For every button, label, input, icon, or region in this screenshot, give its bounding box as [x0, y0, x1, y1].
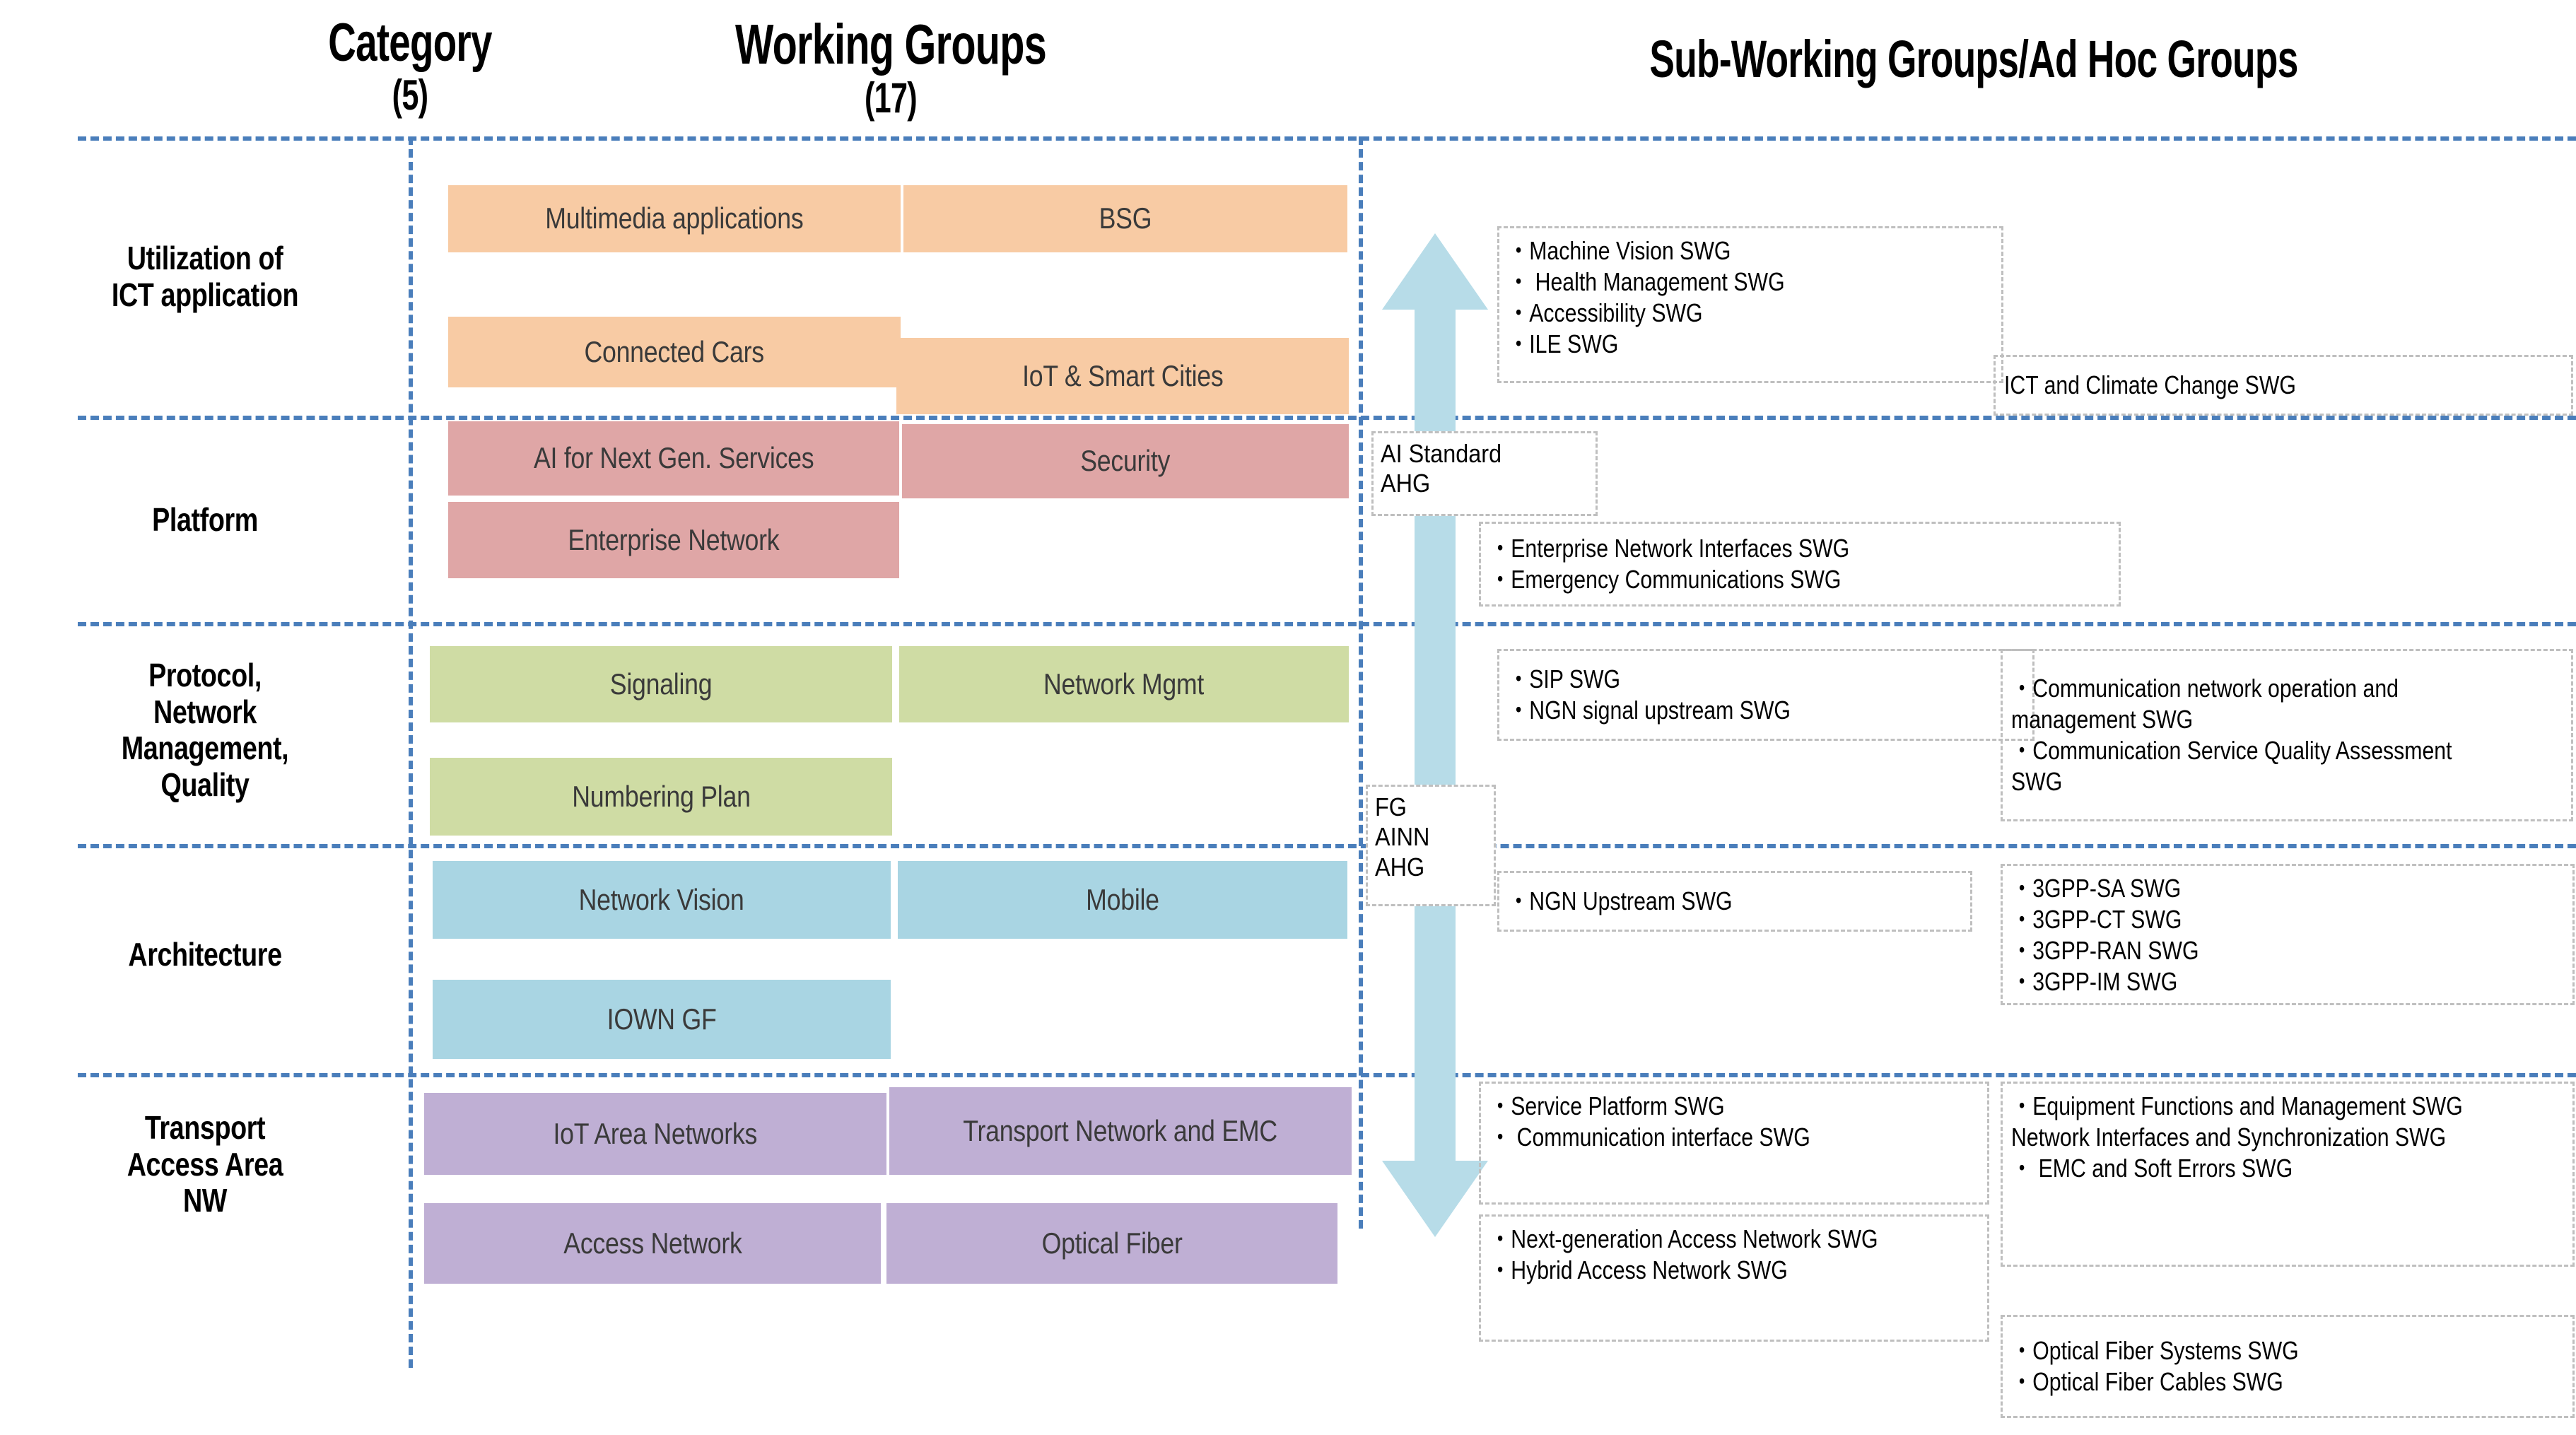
- header-category-title: Category: [328, 13, 492, 73]
- ahg-box-ai-standard[interactable]: AI Standard AHG: [1371, 431, 1598, 516]
- wg-box-bsg[interactable]: BSG: [903, 185, 1347, 252]
- grid-line-row4-5: [78, 1073, 2576, 1077]
- category-label-architecture: Architecture: [128, 936, 282, 973]
- swg-box-protocol[interactable]: ・SIP SWG ・NGN signal upstream SWG: [1497, 649, 2035, 741]
- grid-line-row3-4: [78, 844, 2576, 848]
- header-working-groups-count: (17): [865, 74, 918, 122]
- swg-box-3gpp[interactable]: ・3GPP-SA SWG ・3GPP-CT SWG ・3GPP-RAN SWG …: [2001, 864, 2575, 1005]
- wg-box-iown-gf[interactable]: IOWN GF: [433, 980, 891, 1059]
- category-label-transport: Transport Access Area NW: [127, 1109, 283, 1219]
- grid-line-row2-3: [78, 622, 2576, 626]
- header-working-groups-title: Working Groups: [734, 13, 1047, 76]
- wg-box-network-mgmt[interactable]: Network Mgmt: [899, 646, 1349, 722]
- ahg-box-fg-ainn[interactable]: FG AINN AHG: [1366, 785, 1496, 906]
- wg-box-iot-area-networks[interactable]: IoT Area Networks: [424, 1093, 886, 1175]
- swg-box-equipment-functions[interactable]: ・Equipment Functions and Management SWG …: [2001, 1082, 2575, 1267]
- category-label-platform: Platform: [152, 501, 258, 538]
- header-category-count: (5): [392, 71, 428, 119]
- wg-box-network-vision[interactable]: Network Vision: [433, 861, 891, 939]
- grid-line-top: [78, 136, 2576, 141]
- swg-box-next-gen-access[interactable]: ・Next-generation Access Network SWG ・Hyb…: [1479, 1214, 1989, 1342]
- grid-line-wg-divider: [1359, 136, 1363, 1229]
- swg-box-ngn-upstream[interactable]: ・NGN Upstream SWG: [1497, 871, 1972, 932]
- wg-box-security[interactable]: Security: [902, 424, 1349, 498]
- grid-line-row1-2: [78, 416, 2576, 420]
- wg-box-connected-cars[interactable]: Connected Cars: [448, 317, 901, 387]
- bidirectional-arrow-icon: [1382, 233, 1488, 1237]
- category-label-utilization: Utilization of ICT application: [111, 240, 299, 313]
- wg-box-signaling[interactable]: Signaling: [430, 646, 892, 722]
- header-category: Category (5): [115, 16, 705, 117]
- wg-box-multimedia-applications[interactable]: Multimedia applications: [448, 185, 901, 252]
- wg-box-transport-network-emc[interactable]: Transport Network and EMC: [889, 1087, 1352, 1175]
- wg-box-enterprise-network[interactable]: Enterprise Network: [448, 502, 899, 578]
- swg-box-ict-climate-change[interactable]: ICT and Climate Change SWG: [1994, 355, 2573, 416]
- category-label-protocol: Protocol, Network Management, Quality: [121, 657, 289, 803]
- wg-box-mobile[interactable]: Mobile: [898, 861, 1347, 939]
- swg-box-service-platform[interactable]: ・Service Platform SWG ・ Communication in…: [1479, 1082, 1989, 1205]
- swg-box-utilization[interactable]: ・Machine Vision SWG ・ Health Management …: [1497, 226, 2003, 383]
- wg-box-optical-fiber[interactable]: Optical Fiber: [886, 1203, 1337, 1284]
- wg-box-numbering-plan[interactable]: Numbering Plan: [430, 758, 892, 836]
- grid-line-category-divider: [409, 136, 413, 1368]
- wg-box-access-network[interactable]: Access Network: [424, 1203, 881, 1284]
- swg-box-platform[interactable]: ・Enterprise Network Interfaces SWG ・Emer…: [1479, 522, 2121, 607]
- swg-box-optical-fiber[interactable]: ・Optical Fiber Systems SWG ・Optical Fibe…: [2001, 1315, 2575, 1418]
- swg-box-network-management[interactable]: ・Communication network operation and man…: [2001, 649, 2573, 821]
- header-sub-working-groups: Sub-Working Groups/Ad Hoc Groups: [1649, 30, 2298, 88]
- header-working-groups: Working Groups (17): [534, 16, 1247, 119]
- wg-box-ai-next-gen-services[interactable]: AI for Next Gen. Services: [448, 421, 899, 496]
- wg-box-iot-smart-cities[interactable]: IoT & Smart Cities: [896, 338, 1349, 414]
